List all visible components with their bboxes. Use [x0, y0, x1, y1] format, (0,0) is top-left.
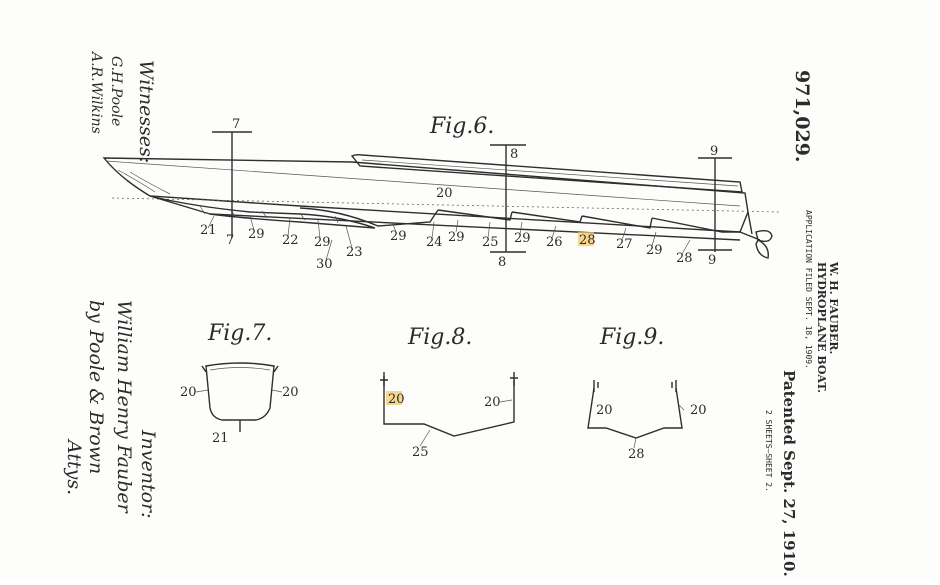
fig6-title: Fig.6.	[429, 114, 494, 139]
fig6-ref: 29	[390, 229, 407, 244]
fig7-ref-right: 20	[282, 385, 299, 400]
fig8-leaders	[419, 399, 513, 447]
fig9-gunwales	[593, 380, 677, 392]
fig7-title: Fig.7.	[207, 321, 272, 346]
fig6-plane-6	[651, 217, 740, 233]
fig7-leaders	[195, 389, 283, 393]
highlight-marker	[386, 391, 402, 405]
inventor-label: Inventor:	[137, 429, 159, 519]
fig7-ref-left: 20	[180, 385, 197, 400]
fig9-ref-left: 20	[596, 403, 613, 418]
fig6-section-9-top-label: 9	[710, 144, 718, 159]
witnesses-block: Witnesses: G.H.Poole A.R.Wilkins	[88, 50, 157, 163]
fig6-ref-30: 30	[316, 257, 333, 272]
fig8-hull-section	[383, 376, 515, 437]
fig9-leaders	[633, 403, 685, 449]
fig6-cockpit-coaming	[350, 153, 743, 193]
fig6-section-9-bottom-label: 9	[708, 253, 716, 268]
inventor-block: Inventor: William Henry Fauber by Poole …	[63, 300, 159, 519]
fig8-title: Fig.8.	[407, 325, 472, 350]
fig6-section-8-bottom-label: 8	[498, 255, 506, 270]
fig6-ref: 29	[248, 227, 265, 242]
fig6-plane-1	[149, 195, 376, 229]
inventor-attorneys: Poole & Brown	[85, 329, 107, 474]
witness-signature-2: A.R.Wilkins	[88, 50, 104, 134]
fig7-hull-section	[205, 362, 275, 421]
sheet-count: 2 SHEETS—SHEET 2.	[764, 410, 773, 492]
fig6-keel-line	[209, 213, 741, 241]
fig6-propeller-blade-bottom	[755, 239, 769, 259]
fig6-ref-highlighted: 28	[579, 233, 596, 248]
fig6-ref: 29	[448, 230, 465, 245]
inventor-by: by	[85, 300, 107, 323]
fig6-plane-3	[437, 209, 513, 221]
invention-title: HYDROPLANE BOAT.	[815, 262, 828, 393]
fig6-ref: 29	[514, 231, 531, 246]
patented-date: Patented Sept. 27, 1910.	[780, 370, 798, 577]
patent-header: 971,029. W. H. FAUBER. HYDROPLANE BOAT. …	[764, 70, 840, 577]
fig9-ref-bottom: 28	[628, 447, 645, 462]
fig6-section-7-bottom-label: 7	[226, 233, 234, 248]
fig6-propeller-shaft	[739, 231, 761, 241]
fig6-waterline	[111, 197, 781, 213]
inventor-name: William Henry Fauber	[113, 300, 135, 515]
fig9-ref-right: 20	[690, 403, 707, 418]
fig6-propeller-blade-top	[755, 229, 773, 243]
fig8-ref-bottom: 25	[412, 445, 429, 460]
fig7-deck-line	[209, 367, 271, 371]
fig6-sheer-line	[105, 160, 741, 207]
fig6-ref: 28	[676, 251, 693, 266]
fig6-leader-lines	[207, 215, 691, 261]
fig6-coaming-line	[361, 159, 739, 187]
fig6-ref-hull: 20	[436, 186, 453, 201]
fig6-section-7-top-label: 7	[232, 117, 240, 132]
application-filed: APPLICATION FILED SEPT. 18, 1909.	[804, 210, 813, 369]
fig6-ref: 26	[546, 235, 563, 250]
fig6-plane-4	[511, 211, 583, 223]
fig7-gunwales	[201, 365, 279, 373]
fig6-section-8-top-label: 8	[510, 147, 518, 162]
inventor-attys: Attys.	[63, 438, 85, 495]
fig6-ref: 29	[314, 235, 331, 250]
fig6-ref: 25	[482, 235, 499, 250]
fig6-rudder-post	[747, 211, 753, 235]
figure-7: Fig.7. 20 20 21	[180, 321, 299, 446]
fig8-gunwales	[380, 372, 518, 386]
witness-signature-1: G.H.Poole	[108, 56, 124, 126]
patent-number: 971,029.	[791, 70, 813, 163]
highlight-marker	[578, 232, 594, 246]
fig6-ref: 27	[616, 237, 633, 252]
fig6-hull-outline	[102, 157, 749, 233]
inventor-header-name: W. H. FAUBER.	[827, 261, 840, 354]
fig6-plane-5	[581, 215, 653, 229]
fig8-ref-left: 20	[388, 392, 405, 407]
fig6-ref-numerals: 21 29 22 29 23 29 24 29 25 29 26 28 27 2…	[200, 223, 693, 272]
figure-6: Fig.6. 7 7 8 8	[102, 114, 781, 272]
fig6-ref: 24	[426, 235, 443, 250]
fig6-ref: 22	[282, 233, 299, 248]
fig9-title: Fig.9.	[599, 325, 664, 350]
fig6-ref: 29	[646, 243, 663, 258]
figure-9: Fig.9. 20 20 28	[587, 325, 707, 462]
fig6-bow-shading	[117, 169, 156, 193]
fig6-plane-2	[299, 207, 439, 227]
fig8-ref-right: 20	[484, 395, 501, 410]
witnesses-label: Witnesses:	[135, 60, 157, 163]
figure-8: Fig.8. 20 20 25	[380, 325, 518, 460]
fig6-bow-shading-2	[129, 171, 171, 195]
fig7-ref-bottom: 21	[212, 431, 229, 446]
fig6-ref: 23	[346, 245, 363, 260]
fig6-ref: 21	[200, 223, 217, 238]
